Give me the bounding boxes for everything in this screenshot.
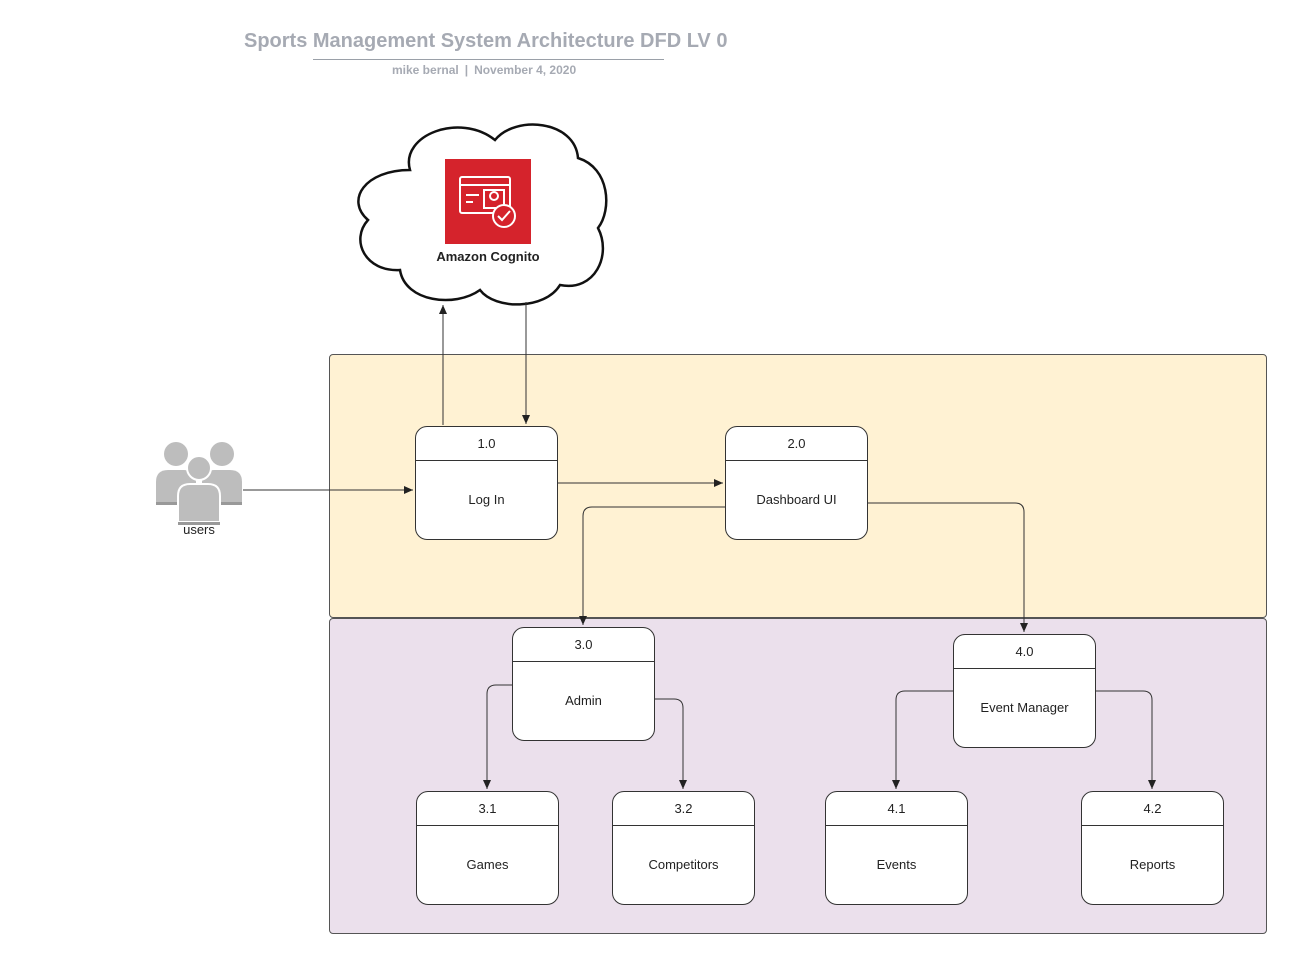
process-id: 4.1 [826,792,967,826]
process-id: 3.0 [513,628,654,662]
process-name: Event Manager [980,700,1069,715]
process-id: 4.2 [1082,792,1223,826]
subtitle-separator: | [464,63,469,77]
users-icon [152,438,246,528]
process-name: Competitors [648,857,719,872]
date: November 4, 2020 [474,63,577,77]
process-admin[interactable]: 3.0 Admin [512,627,655,741]
process-id: 1.0 [416,427,557,461]
diagram-subtitle: mike bernal | November 4, 2020 [392,63,576,77]
process-name: Events [876,857,917,872]
title-underline [313,59,664,60]
process-id: 3.1 [417,792,558,826]
process-event-manager[interactable]: 4.0 Event Manager [953,634,1096,748]
process-name: Dashboard UI [756,492,837,507]
diagram-title: Sports Management System Architecture DF… [244,30,728,52]
process-id: 2.0 [726,427,867,461]
process-competitors[interactable]: 3.2 Competitors [612,791,755,905]
process-login[interactable]: 1.0 Log In [415,426,558,540]
process-reports[interactable]: 4.2 Reports [1081,791,1224,905]
process-name: Log In [468,492,505,507]
users-label: users [183,522,215,537]
process-id: 4.0 [954,635,1095,669]
process-events[interactable]: 4.1 Events [825,791,968,905]
process-games[interactable]: 3.1 Games [416,791,559,905]
process-id: 3.2 [613,792,754,826]
process-name: Admin [565,693,602,708]
process-dashboard-ui[interactable]: 2.0 Dashboard UI [725,426,868,540]
process-name: Games [466,857,509,872]
author: mike bernal [392,63,459,77]
cognito-label: Amazon Cognito [436,249,540,264]
process-name: Reports [1129,857,1176,872]
amazon-cognito-icon [445,159,531,244]
